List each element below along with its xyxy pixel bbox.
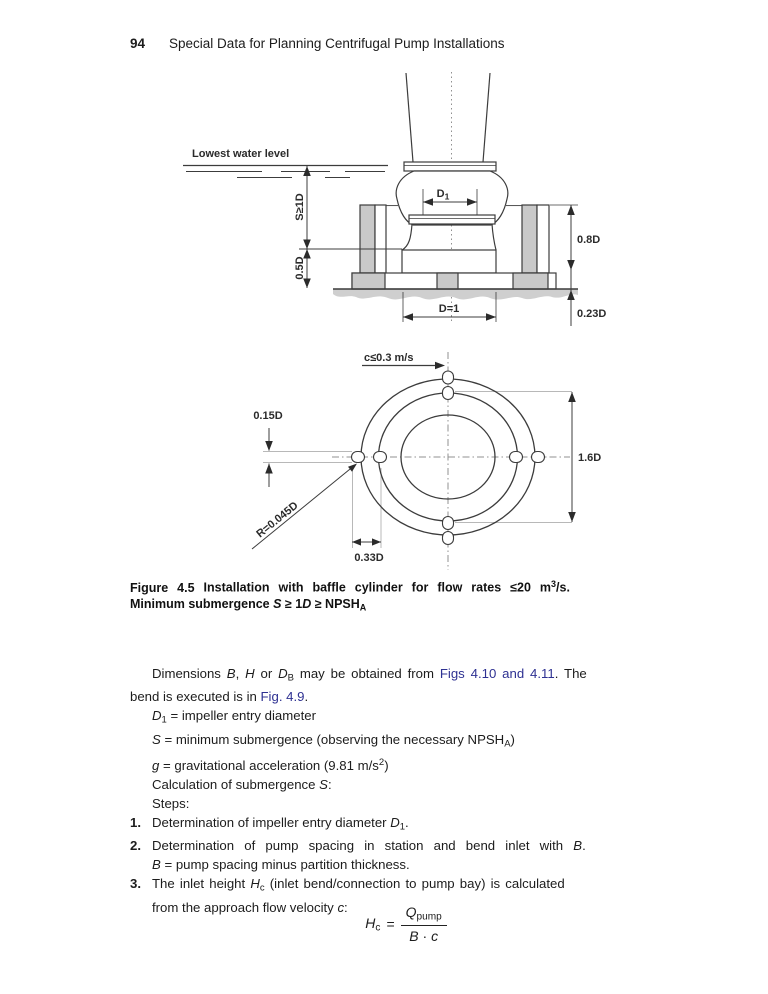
label-0-23d: 0.23D — [577, 308, 606, 320]
lower-flange — [408, 214, 496, 225]
pump-column-right-edge — [482, 72, 491, 163]
list-item: 3. The inlet height Hc (inlet bend/conne… — [130, 876, 565, 915]
body-text: Dimensions B, H or DB may be obtained fr… — [130, 664, 644, 917]
definition-s: S = minimum submergence (observing the n… — [152, 731, 515, 750]
label-d1: D1 — [437, 188, 450, 202]
pump-column-left-edge — [405, 72, 414, 163]
radius-leader-line — [251, 464, 356, 550]
formula-lhs: Hc — [365, 914, 381, 934]
list-number: 3. — [130, 876, 141, 892]
figure-4-5-diagram: Lowest water level S≥1D 0.5D D1 0.8D 0.2… — [183, 72, 606, 570]
formula-numerator: Qpump — [400, 904, 447, 926]
definition-g: g = gravitational acceleration (9.81 m/s… — [152, 757, 389, 773]
baffle-guide-tabs — [350, 370, 546, 546]
chapter-title: Special Data for Planning Centrifugal Pu… — [169, 36, 505, 51]
dimension-arrowheads — [265, 166, 576, 546]
baffle-wall-left — [359, 204, 376, 274]
label-1-6d: 1.6D — [578, 452, 601, 464]
baffle-wall-right — [521, 204, 538, 274]
list-number: 1. — [130, 814, 141, 830]
bell-mouth-left — [401, 223, 413, 251]
link-fig-4-9[interactable]: Fig. 4.9 — [260, 689, 305, 705]
paragraph-line: Dimensions B, H or DB may be obtained fr… — [152, 666, 587, 684]
calculation-heading: Calculation of submergence S: — [152, 776, 332, 792]
list-item: 2. Determination of pump spacing in stat… — [130, 838, 586, 873]
page-header: 94 Special Data for Planning Centrifugal … — [130, 36, 642, 51]
footing-left — [351, 272, 386, 290]
ground-hatch — [333, 289, 578, 300]
pump-bowl — [395, 170, 509, 226]
paragraph-line: bend is executed is in Fig. 4.9. — [130, 689, 309, 705]
label-0-8d: 0.8D — [577, 234, 600, 246]
definition-d1: D1 = impeller entry diameter — [152, 708, 316, 726]
upper-flange — [403, 161, 497, 172]
formula-fraction: Qpump B · c — [400, 904, 447, 944]
label-0-5d: 0.5D — [294, 256, 306, 279]
label-0-15d: 0.15D — [253, 410, 282, 422]
formula-denominator: B · c — [409, 927, 439, 944]
steps-heading: Steps: — [152, 795, 190, 811]
label-d-equals-1: D=1 — [439, 303, 460, 315]
pump-pedestal — [401, 249, 497, 274]
label-0-33d: 0.33D — [354, 552, 383, 564]
list-item: 1. Determination of impeller entry diame… — [130, 813, 644, 836]
link-figs-4-10-and-4-11[interactable]: Figs 4.10 and 4.11 — [439, 666, 555, 681]
label-s-submergence: S≥1D — [294, 193, 306, 220]
page-number: 94 — [130, 36, 146, 51]
figure-caption-line2: Minimum submergence S ≥ 1D ≥ NPSHA — [130, 596, 367, 612]
bell-mouth-right — [491, 223, 497, 251]
footing-center — [436, 272, 459, 290]
footing-right — [512, 272, 549, 290]
pump-bell-circle — [400, 414, 496, 500]
label-lowest-water-level: Lowest water level — [192, 148, 289, 160]
formula-equals: = — [386, 915, 395, 932]
label-radius: R=0.045D — [254, 500, 300, 541]
label-flow-velocity: c≤0.3 m/s — [364, 352, 413, 364]
list-number: 2. — [130, 838, 141, 854]
inlet-height-formula: Hc = Qpump B · c — [130, 904, 682, 944]
